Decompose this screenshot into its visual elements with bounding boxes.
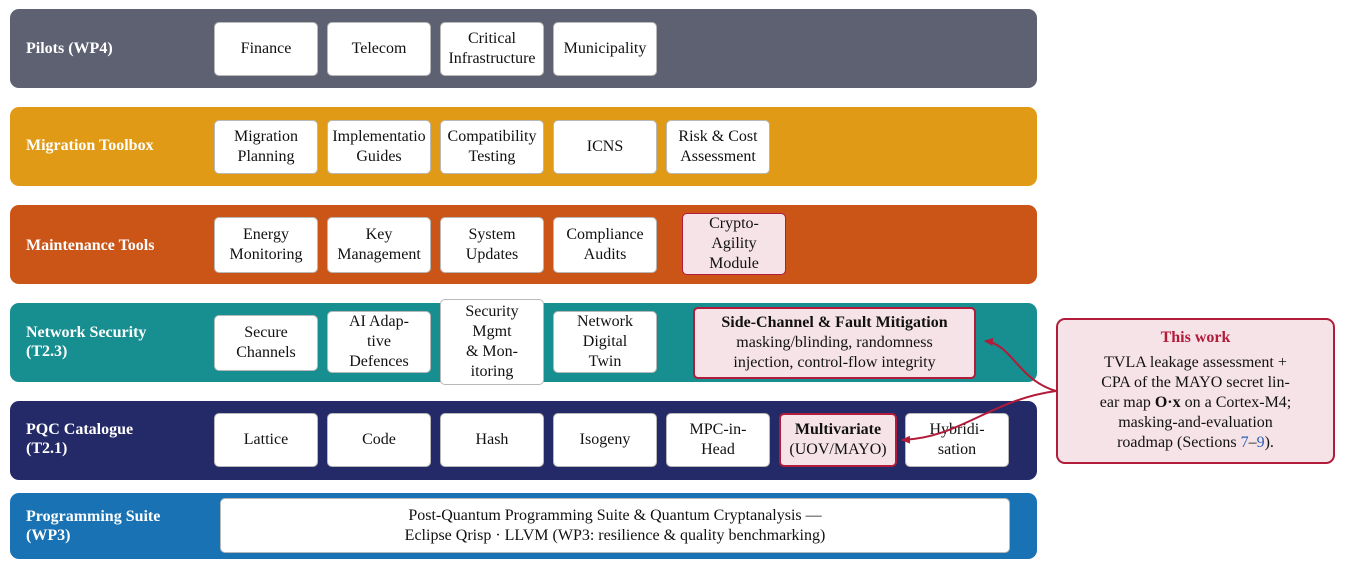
note-line: TVLA leakage assessment +: [1104, 354, 1287, 371]
section-ref-link[interactable]: 7: [1240, 434, 1249, 451]
note-line: roadmap (Sections 7–9).: [1117, 434, 1274, 451]
box-telecom: Telecom: [327, 22, 431, 76]
box-hash: Hash: [440, 413, 544, 467]
band-label: Maintenance Tools: [26, 237, 155, 254]
note-title: This work: [1160, 329, 1231, 346]
box-finance: Finance: [214, 22, 318, 76]
band-label: Pilots (WP4): [26, 40, 113, 57]
note-line: masking-and-evaluation: [1118, 414, 1273, 431]
section-ref-link[interactable]: 9: [1256, 434, 1265, 451]
band-label: Migration Toolbox: [26, 137, 154, 154]
box-municipality: Municipality: [553, 22, 657, 76]
note-line: CPA of the MAYO secret lin-: [1101, 374, 1290, 391]
band-label: PQC Catalogue (T2.1): [26, 421, 134, 457]
band-label: Network Security (T2.3): [26, 324, 147, 360]
box-code: Code: [327, 413, 431, 467]
box-mpc-in-head: MPC-in-Head: [666, 413, 770, 467]
box-isogeny: Isogeny: [553, 413, 657, 467]
this-work-note: This work TVLA leakage assessment + CPA …: [1056, 318, 1335, 464]
note-line: ear map O·x on a Cortex-M4;: [1099, 394, 1292, 411]
box-multivariate: Multivariate(UOV/MAYO): [779, 413, 897, 467]
box-hybridisation: Hybridi-sation: [905, 413, 1009, 467]
band-label: Programming Suite (WP3): [26, 508, 161, 544]
box-side-channel-fault-mitigation: Side-Channel & Fault Mitigation masking/…: [693, 307, 976, 379]
box-programming-suite: Post-Quantum Programming Suite & Quantum…: [220, 498, 1010, 553]
box-icns: ICNS: [553, 120, 657, 174]
box-lattice: Lattice: [214, 413, 318, 467]
